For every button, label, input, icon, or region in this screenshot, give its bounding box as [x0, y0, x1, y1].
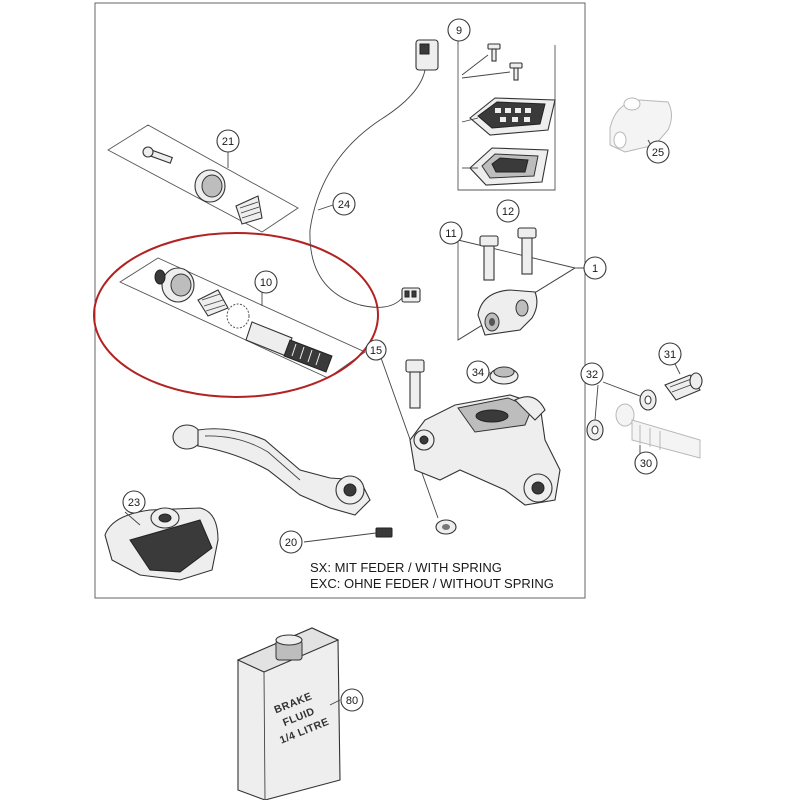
highlight-ellipse [93, 232, 379, 398]
callout-25: 25 [646, 140, 670, 164]
svg-text:9: 9 [456, 25, 462, 37]
note-exc: EXC: OHNE FEDER / WITHOUT SPRING [310, 576, 554, 591]
dust-boot-spring [235, 195, 263, 225]
clamp-faint [609, 97, 672, 153]
callout-23: 23 [122, 490, 146, 514]
reservoir-plug [489, 366, 519, 385]
svg-text:20: 20 [285, 537, 297, 549]
pivot-bolt [379, 354, 439, 519]
piston-sleeve [154, 267, 195, 303]
diaphragm [469, 147, 549, 186]
svg-text:12: 12 [502, 206, 514, 218]
brake-hose [615, 403, 701, 459]
push-rod [142, 146, 174, 164]
svg-text:11: 11 [445, 228, 456, 240]
assembly-frame [94, 2, 586, 599]
callout-21: 21 [216, 129, 240, 153]
svg-text:21: 21 [222, 136, 234, 148]
callout-34: 34 [466, 360, 490, 384]
callout-12: 12 [496, 199, 520, 223]
brake-fluid-bottle: BRAKE FLUID 1/4 LITRE [236, 627, 341, 800]
svg-text:24: 24 [338, 199, 350, 211]
svg-text:25: 25 [652, 147, 664, 159]
hand-guard [104, 507, 219, 581]
callout-30: 30 [634, 451, 658, 475]
svg-text:80: 80 [346, 695, 358, 707]
svg-text:34: 34 [472, 367, 484, 379]
svg-text:30: 30 [640, 458, 652, 470]
boot-spring [197, 289, 229, 317]
svg-text:32: 32 [586, 369, 598, 381]
brake-light-switch [309, 39, 439, 308]
svg-text:1: 1 [592, 263, 598, 275]
callout-11: 11 [439, 221, 463, 245]
pivot-nut [435, 519, 457, 535]
cover-screw [487, 43, 523, 81]
brake-lever [172, 424, 371, 516]
callout-1: 1 [583, 256, 607, 280]
piston-cup [194, 169, 226, 203]
svg-text:31: 31 [664, 349, 676, 361]
clamp-bolt [479, 227, 537, 281]
sealing-washer [586, 381, 657, 441]
banjo-bolt [664, 372, 703, 401]
circlip [226, 303, 250, 329]
adjuster-screw [303, 527, 393, 543]
master-piston [245, 321, 333, 373]
callout-31: 31 [658, 342, 682, 366]
callout-9: 9 [447, 18, 471, 42]
note-sx: SX: MIT FEDER / WITH SPRING [310, 560, 502, 575]
svg-text:10: 10 [260, 277, 272, 289]
panel-piston-kit [119, 257, 366, 379]
panel-piston-kit-upper [107, 124, 299, 233]
panel-clamp-parts [457, 227, 585, 341]
callout-24: 24 [332, 192, 356, 216]
callout-15: 15 [365, 339, 387, 361]
svg-text:23: 23 [128, 497, 140, 509]
svg-text:15: 15 [370, 345, 382, 357]
reservoir-cover [469, 97, 556, 136]
panel-cover-parts [457, 40, 556, 191]
callout-32: 32 [580, 362, 604, 386]
callout-80: 80 [340, 688, 364, 712]
callout-10: 10 [254, 270, 278, 294]
handlebar-clamp [477, 289, 538, 336]
callout-20: 20 [279, 530, 303, 554]
master-cylinder-body [409, 394, 561, 506]
